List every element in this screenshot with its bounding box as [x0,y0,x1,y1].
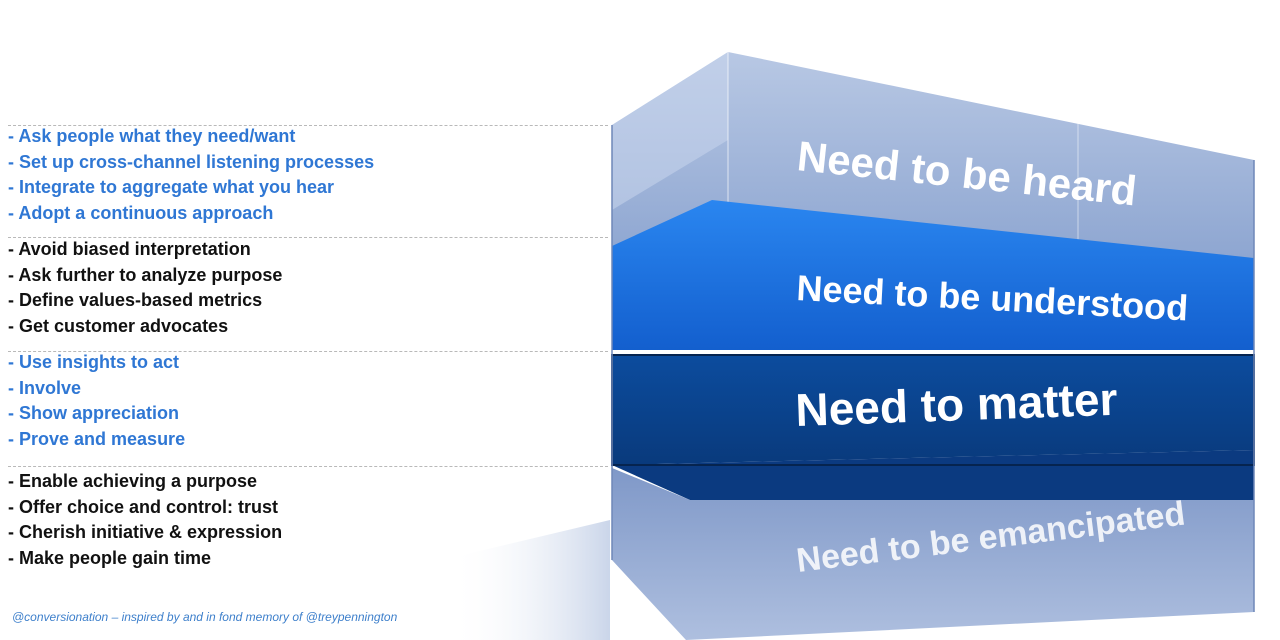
layer-label-matter: Need to matter [795,373,1119,436]
list-item: - Cherish initiative & expression [8,522,283,542]
credit-line: @conversionation – inspired by and in fo… [12,610,398,624]
emancipated-actions-list: - Enable achieving a purpose - Offer cho… [8,469,282,571]
box-top-highlight [612,52,728,210]
list-item: - Offer choice and control: trust [8,496,279,517]
floor-shadow [450,520,610,640]
list-item: - Set up cross-channel listening process… [8,151,375,172]
list-item: - Ask further to analyze purpose [8,264,283,285]
understood-actions-list: - Avoid biased interpretation - Ask furt… [8,237,282,339]
list-item: - Ask people what they need/want [8,126,296,146]
divider-line [8,351,608,352]
list-item: - Enable achieving a purpose [8,471,258,491]
list-item: - Make people gain time [8,547,212,568]
list-item: - Define values-based metrics [8,290,263,310]
list-item: - Get customer advocates [8,315,229,336]
list-item: - Involve [8,377,82,398]
matter-panel-lower [612,450,1254,500]
needs-lists: - Ask people what they need/want - Set u… [8,124,608,624]
box-bottom-face [612,468,1254,640]
matter-actions-list: - Use insights to act - Involve - Show a… [8,350,185,452]
list-item: - Show appreciation [8,403,180,423]
divider-line [8,125,608,126]
understood-panel [612,200,1254,350]
list-item: - Prove and measure [8,428,186,449]
matter-panel [612,355,1254,465]
divider-line [8,466,608,467]
heard-actions-list: - Ask people what they need/want - Set u… [8,124,374,226]
list-item: - Adopt a continuous approach [8,202,274,223]
divider-line [8,237,608,238]
list-item: - Avoid biased interpretation [8,239,251,259]
list-item: - Use insights to act [8,352,180,372]
list-item: - Integrate to aggregate what you hear [8,177,335,197]
